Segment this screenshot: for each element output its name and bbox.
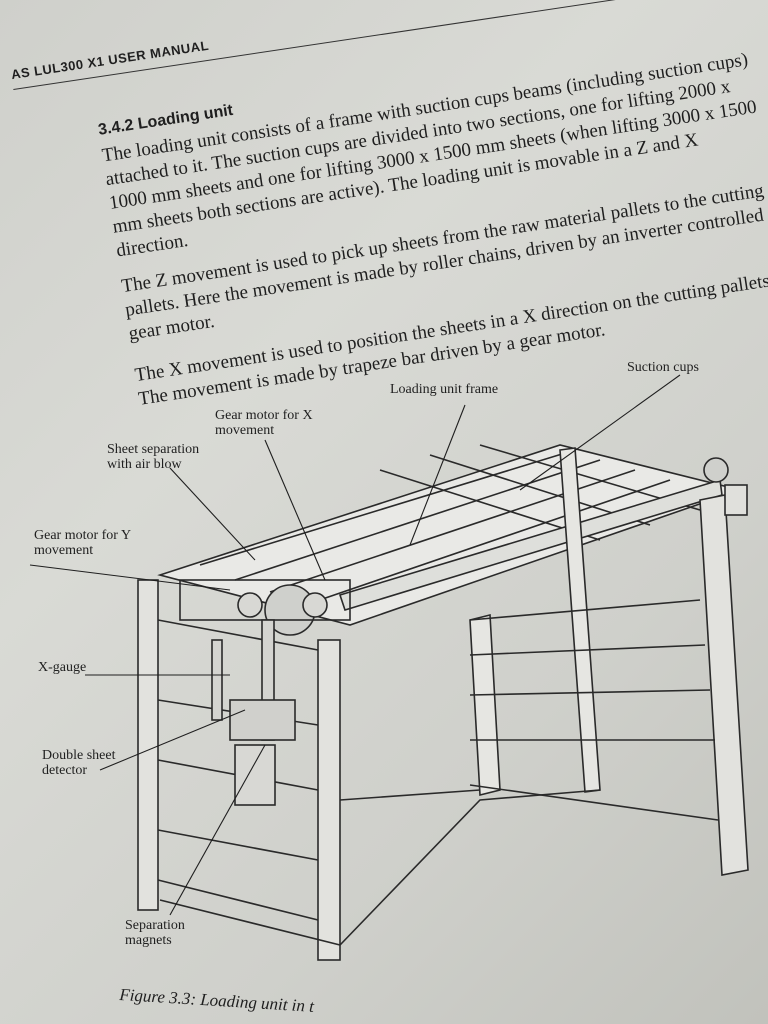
- label-gear-motor-x-line2: movement: [215, 423, 275, 438]
- label-loading-frame: Loading unit frame: [390, 382, 499, 397]
- label-double-sheet-line1: Double sheet: [42, 748, 116, 763]
- label-separation-magnets: Separation magnets: [125, 918, 185, 948]
- post-front-left: [137, 579, 159, 911]
- label-gear-motor-x: Gear motor for X movement: [215, 408, 313, 438]
- label-double-sheet-line2: detector: [42, 763, 88, 778]
- label-gear-motor-y: Gear motor for Y movement: [34, 528, 131, 558]
- label-sheet-separation-line1: Sheet separation: [107, 442, 200, 457]
- label-sheet-separation: Sheet separation with air blow: [107, 442, 199, 472]
- label-x-gauge: X-gauge: [38, 660, 87, 675]
- label-gear-motor-y-line1: Gear motor for Y: [34, 528, 132, 543]
- label-gear-motor-x-line1: Gear motor for X: [215, 408, 313, 423]
- label-double-sheet: Double sheet detector: [42, 748, 115, 778]
- label-sheet-separation-line2: with air blow: [107, 457, 182, 472]
- post-front-middle: [317, 639, 341, 961]
- label-gear-motor-y-line2: movement: [34, 543, 94, 558]
- label-suction-cups: Suction cups: [627, 360, 699, 375]
- label-separation-magnets-line2: magnets: [125, 933, 172, 948]
- post-right: [699, 494, 749, 876]
- label-separation-magnets-line1: Separation: [125, 918, 185, 933]
